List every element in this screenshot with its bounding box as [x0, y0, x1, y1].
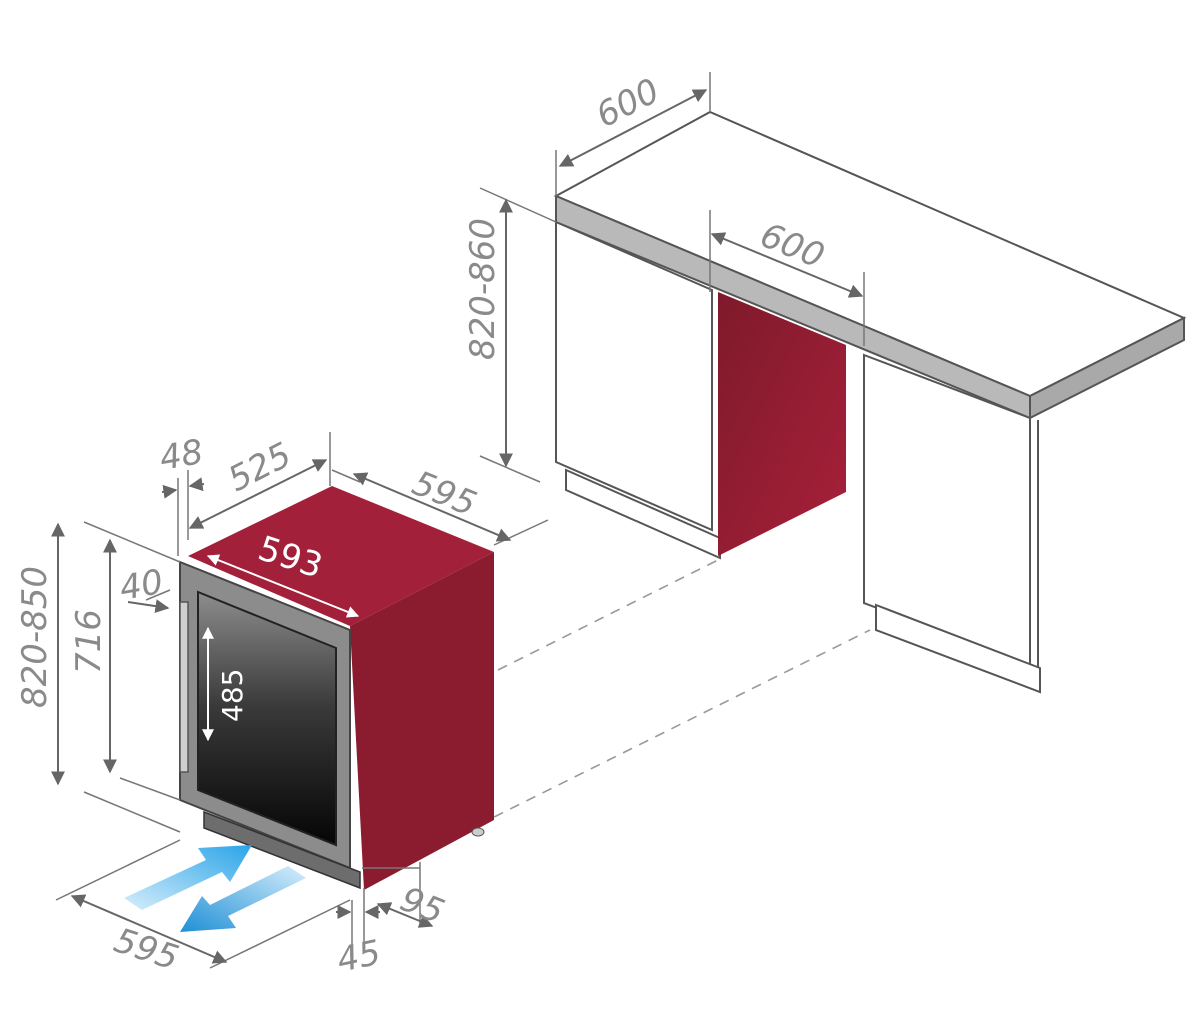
label-appliance-height: 820-850 [15, 566, 55, 708]
floor-guides [477, 559, 871, 826]
niche-back-wall [718, 292, 846, 556]
right-cabinet-plinth [875, 603, 1041, 694]
label-door-offset: 48 [157, 432, 207, 479]
door-glass [197, 590, 337, 847]
label-niche-height: 820-860 [463, 218, 503, 360]
label-plinth-offset: 45 [334, 933, 385, 981]
left-cabinet-front [555, 220, 713, 532]
appliance-side [350, 552, 494, 890]
label-plinth-depth: 95 [395, 879, 450, 932]
label-base-width: 595 [109, 921, 183, 979]
kitchen-cabinets [553, 110, 1187, 694]
label-glass-height: 485 [216, 669, 249, 722]
countertop-edge-side [1029, 316, 1185, 420]
door-handle [179, 601, 189, 773]
dimension-lines [51, 72, 865, 969]
label-total-depth: 595 [407, 463, 482, 524]
label-top-gap: 40 [117, 562, 167, 609]
airflow [124, 845, 306, 932]
label-counter-depth: 600 [590, 71, 666, 136]
left-cabinet-plinth [565, 468, 721, 560]
label-body-depth: 525 [222, 435, 298, 500]
appliance-plinth [203, 810, 361, 890]
label-door-height: 716 [69, 609, 109, 674]
arrow-up-right-icon [124, 845, 252, 910]
